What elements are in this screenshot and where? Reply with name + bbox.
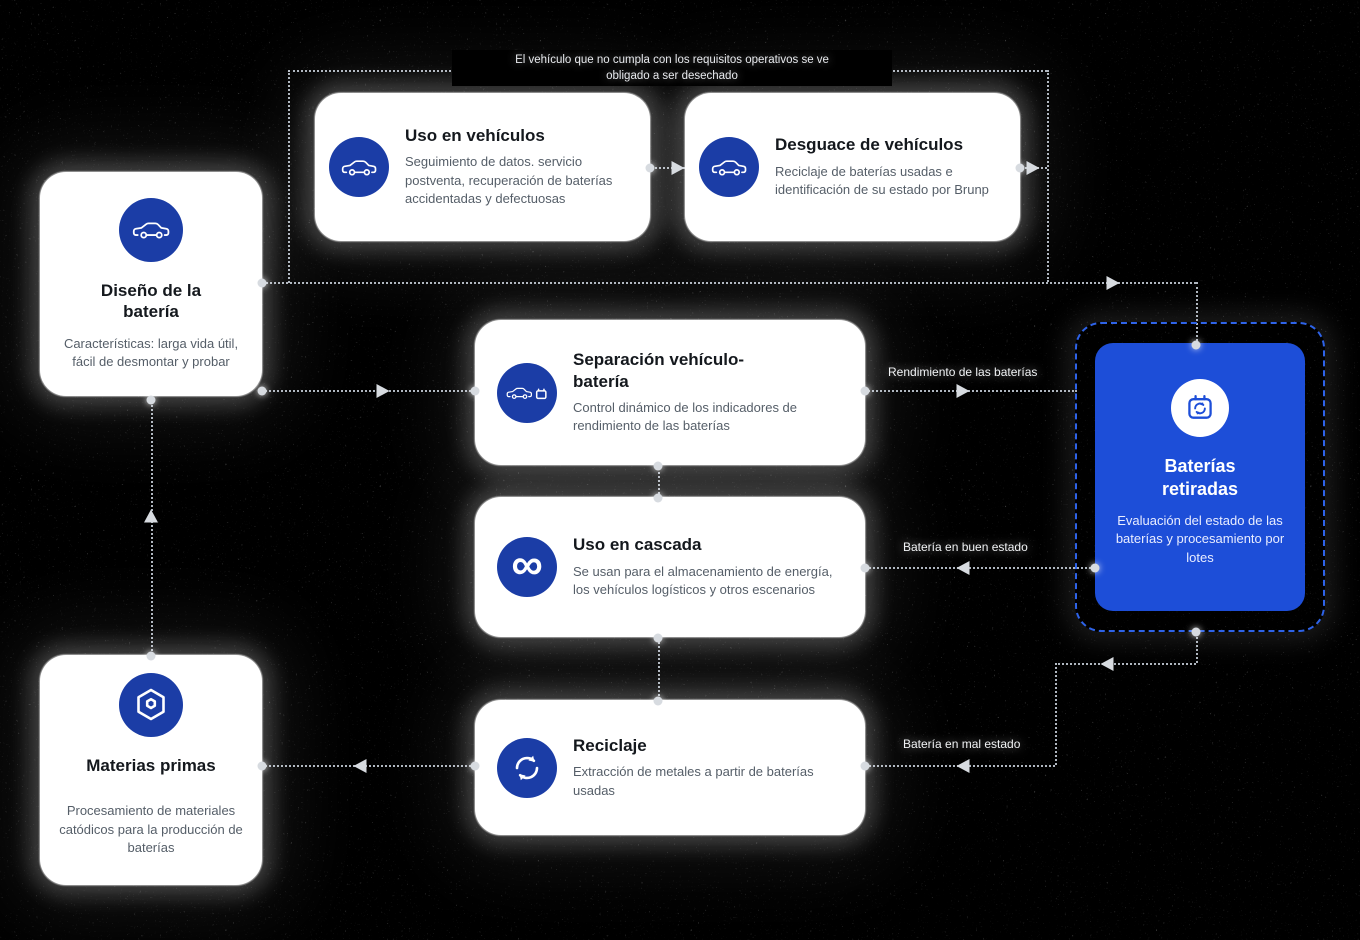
- card-uso-en-vehiculos: Uso en vehículos Seguimiento de datos. s…: [315, 93, 650, 241]
- car-icon: [132, 222, 170, 239]
- hexagon-icon: [137, 688, 165, 721]
- connector-dot: [146, 395, 156, 405]
- card-text: Uso en cascada Se usan para el almacenam…: [573, 534, 845, 599]
- card-diseno-bateria: Diseño de la batería Características: la…: [40, 172, 262, 396]
- connector-line: [658, 637, 660, 700]
- connector-dot: [470, 386, 480, 396]
- arrowhead-left: [956, 561, 970, 575]
- connector-line: [262, 390, 475, 392]
- connector-line: [288, 70, 290, 283]
- icon-circle: [497, 362, 557, 423]
- top-note: El vehículo que no cumpla con los requis…: [452, 50, 892, 87]
- car-battery-icon: [506, 387, 547, 399]
- card-description: Reciclaje de baterías usadas e identific…: [775, 163, 989, 198]
- arrowhead-left: [1100, 657, 1114, 671]
- connector-line: [1047, 70, 1049, 282]
- arrowhead-right: [671, 161, 685, 175]
- card-description: Seguimiento de datos. servicio postventa…: [405, 154, 613, 207]
- connector-line: [1055, 663, 1057, 765]
- connector-dot: [257, 386, 267, 396]
- car-icon: [711, 159, 747, 176]
- icon-circle: [1171, 379, 1229, 437]
- batch-recycle-icon: [1188, 394, 1212, 419]
- connector-dot: [645, 163, 655, 173]
- card-text: Separación vehículo-batería Control diná…: [573, 349, 845, 435]
- icon-circle: [497, 737, 557, 798]
- recycle-icon: [515, 755, 539, 780]
- arrowhead-left: [353, 759, 367, 773]
- connector-line: [1196, 632, 1198, 663]
- card-reciclaje: Reciclaje Extracción de metales a partir…: [475, 700, 865, 835]
- card-title: Uso en vehículos: [405, 126, 545, 146]
- connector-line: [1055, 663, 1196, 665]
- connector-dot: [257, 278, 267, 288]
- card-title: Baterías retiradas: [1161, 456, 1239, 499]
- card-description: Se usan para el almacenamiento de energí…: [573, 563, 833, 598]
- card-description: Procesamiento de materiales catódicos pa…: [59, 803, 243, 856]
- connector-dot: [1191, 340, 1201, 350]
- card-materias-primas: Materias primas Procesamiento de materia…: [40, 655, 262, 885]
- card-title: Desguace de vehículos: [775, 135, 964, 155]
- connector-line: [262, 282, 1196, 284]
- arrowhead-right: [1106, 276, 1120, 290]
- icon-circle: [329, 137, 389, 197]
- connector-line: [262, 765, 475, 767]
- car-icon: [341, 159, 377, 176]
- card-text: Desguace de vehículos Reciclaje de bater…: [775, 134, 1000, 199]
- connector-dot: [146, 651, 156, 661]
- edge-label-rendimiento: Rendimiento de las baterías: [888, 365, 1038, 379]
- card-description: Control dinámico de los indicadores de r…: [573, 399, 798, 434]
- connector-dot: [1090, 563, 1100, 573]
- card-title: Separación vehículo-batería: [573, 350, 744, 391]
- card-text: Reciclaje Extracción de metales a partir…: [573, 735, 845, 800]
- connector-dot: [653, 461, 663, 471]
- connector-line: [865, 567, 1095, 569]
- card-desguace-vehiculos: Desguace de vehículos Reciclaje de bater…: [685, 93, 1020, 241]
- icon-circle: [119, 673, 183, 737]
- connector-dot: [470, 761, 480, 771]
- top-note-line2: obligado a ser desechado: [606, 70, 738, 83]
- card-title: Reciclaje: [573, 735, 647, 755]
- card-description: Características: larga vida útil, fácil …: [63, 335, 239, 369]
- connector-dot: [653, 633, 663, 643]
- card-text: Uso en vehículos Seguimiento de datos. s…: [405, 125, 630, 209]
- connector-dot: [860, 386, 870, 396]
- card-uso-en-cascada: ∞ Uso en cascada Se usan para el almacen…: [475, 497, 865, 637]
- connector-dot: [257, 761, 267, 771]
- arrowhead-right: [376, 384, 390, 398]
- arrowhead-right: [956, 384, 970, 398]
- connector-dot: [860, 761, 870, 771]
- icon-circle: ∞: [497, 537, 557, 597]
- card-title: Diseño de la batería: [100, 281, 202, 322]
- top-note-line1: El vehículo que no cumpla con los requis…: [515, 54, 829, 66]
- icon-circle: [119, 198, 183, 262]
- connector-line: [151, 400, 153, 655]
- card-baterias-retiradas: Baterías retiradas Evaluación del estado…: [1095, 343, 1305, 611]
- arrowhead-up: [144, 509, 158, 523]
- edge-label-mal-estado: Batería en mal estado: [903, 737, 1021, 751]
- edge-label-buen-estado: Batería en buen estado: [903, 540, 1028, 554]
- connector-dot: [1015, 163, 1025, 173]
- card-title: Materias primas: [86, 756, 216, 775]
- arrowhead-right: [1026, 161, 1040, 175]
- connector-dot: [1191, 627, 1201, 637]
- card-separacion-vehiculo-bateria: Separación vehículo-batería Control diná…: [475, 320, 865, 465]
- card-description: Evaluación del estado de las baterías y …: [1115, 513, 1285, 565]
- connector-line: [865, 390, 1077, 392]
- card-title: Uso en cascada: [573, 535, 702, 555]
- card-description: Extracción de metales a partir de baterí…: [573, 764, 814, 798]
- connector-dot: [860, 563, 870, 573]
- connector-dot: [653, 696, 663, 706]
- arrowhead-left: [956, 759, 970, 773]
- icon-circle: [699, 137, 759, 197]
- connector-dot: [653, 493, 663, 503]
